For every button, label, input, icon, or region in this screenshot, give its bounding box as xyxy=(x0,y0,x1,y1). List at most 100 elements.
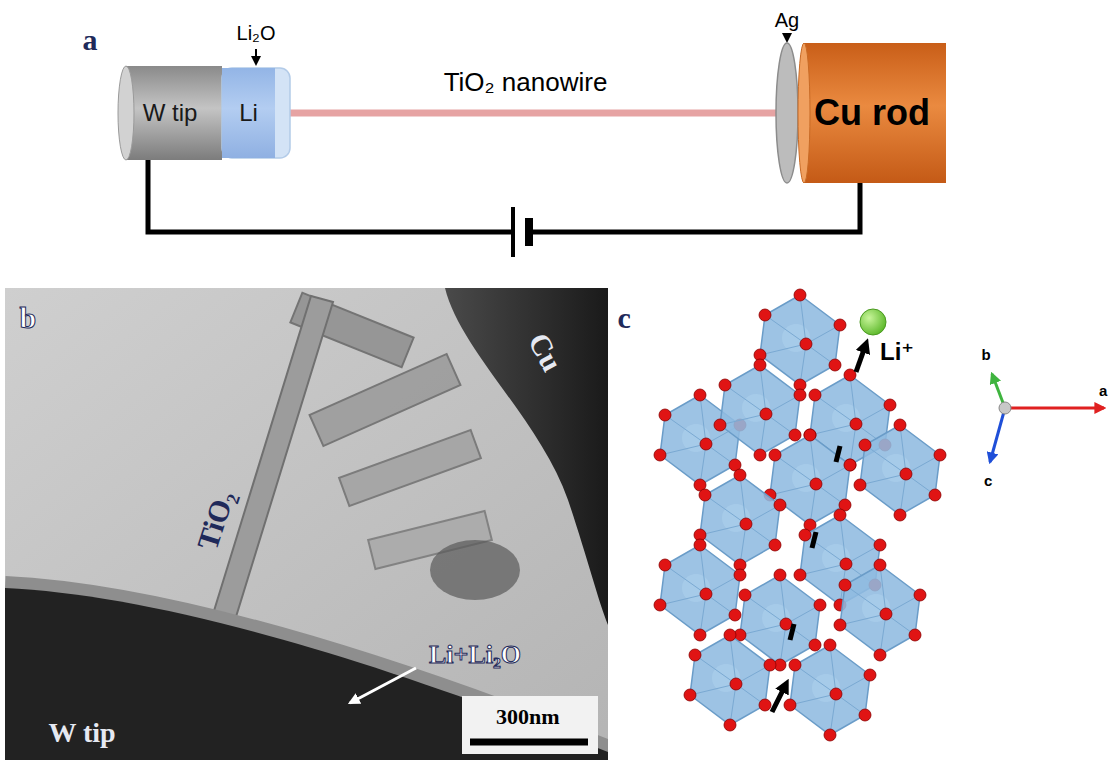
scale-box xyxy=(462,696,598,754)
scale-label: 300nm xyxy=(496,704,560,729)
silver-layer: Ag xyxy=(776,43,798,183)
octahedron-edge xyxy=(660,594,706,605)
axis-label: c xyxy=(984,472,992,489)
octahedron-body xyxy=(690,635,770,725)
oxygen-atom xyxy=(850,418,862,430)
oxygen-atom xyxy=(794,389,806,401)
oxygen-atom xyxy=(659,559,671,571)
oxygen-atom xyxy=(859,439,871,451)
oxygen-atom xyxy=(654,599,666,611)
octahedron-body xyxy=(770,435,850,525)
octahedron-edge xyxy=(665,415,706,444)
node-label: Li xyxy=(239,99,258,127)
oxygen-atom xyxy=(914,589,926,601)
oxygen-atom xyxy=(794,289,806,301)
oxygen-atom xyxy=(699,489,711,501)
octahedron-edge xyxy=(810,435,816,484)
oxygen-atom xyxy=(934,449,946,461)
octahedron xyxy=(784,639,876,741)
cylinder-end xyxy=(118,66,134,160)
oxygen-atom xyxy=(759,309,771,321)
nanowire-rod xyxy=(205,296,333,646)
oxygen-atom xyxy=(714,419,726,431)
lithium-oxide-shell: Li₂OLi xyxy=(222,68,290,158)
oxygen-atom xyxy=(834,619,846,631)
octahedron-edge xyxy=(800,295,806,344)
silver-layer-shape xyxy=(776,43,798,183)
octahedron-edge xyxy=(760,365,766,414)
oxygen-atom xyxy=(734,469,746,481)
octahedron xyxy=(854,419,946,521)
copper-rod: Cu rod xyxy=(798,43,946,183)
oxygen-atom xyxy=(829,359,841,371)
octahedron xyxy=(834,559,926,661)
oxygen-atom xyxy=(764,659,776,671)
image-label: W tip xyxy=(49,717,116,749)
axis-label: a xyxy=(1099,382,1107,399)
node-label: Ag xyxy=(775,9,799,32)
node-label: Li₂O xyxy=(237,22,276,45)
oxygen-atom xyxy=(729,609,741,621)
octahedron-edge xyxy=(700,395,706,444)
octahedron-body xyxy=(860,425,940,515)
particle-cluster xyxy=(430,540,520,600)
oxygen-atom xyxy=(694,539,706,551)
oxygen-atom xyxy=(700,588,712,600)
octahedron-edge xyxy=(690,684,736,695)
oxygen-atom xyxy=(774,499,786,511)
oxygen-atom xyxy=(824,729,836,741)
path-arrow xyxy=(772,684,786,712)
octahedron-body xyxy=(700,475,780,565)
oxygen-atom xyxy=(719,379,731,391)
octahedron-edge xyxy=(760,344,806,355)
oxygen-atom xyxy=(694,389,706,401)
oxygen-atom xyxy=(874,539,886,551)
oxygen-atom xyxy=(844,459,856,471)
octahedron-edge xyxy=(880,565,886,614)
axis-arrow xyxy=(1005,407,1104,410)
oxygen-atom xyxy=(804,429,816,441)
octahedron-edge xyxy=(745,595,786,624)
oxygen-atom xyxy=(654,449,666,461)
lithium-ion xyxy=(860,309,886,335)
octahedron-edge xyxy=(850,375,856,424)
octahedron-edge xyxy=(830,645,836,694)
oxygen-atom xyxy=(794,569,806,581)
oxygen-atom xyxy=(839,579,851,591)
path-dash xyxy=(812,532,816,548)
oxygen-atom xyxy=(694,629,706,641)
octahedron-edge xyxy=(815,395,856,424)
path-dash xyxy=(790,624,794,640)
oxygen-atom xyxy=(874,649,886,661)
octahedron-edge xyxy=(860,474,906,485)
octahedron xyxy=(654,539,746,641)
circuit-wire xyxy=(148,160,860,232)
octahedron-edge xyxy=(740,475,746,524)
octahedron-edge xyxy=(810,424,856,435)
silver-disk xyxy=(776,43,798,183)
oxygen-atom xyxy=(784,699,796,711)
oxygen-atom xyxy=(780,618,792,630)
oxygen-atom xyxy=(659,409,671,421)
oxygen-atom xyxy=(730,678,742,690)
edge-label: TiO₂ nanowire xyxy=(444,68,608,98)
image-label: Li+Li₂O xyxy=(429,640,521,670)
octahedron-edge xyxy=(805,535,846,564)
tungsten-tip: W tip xyxy=(118,66,222,160)
panel-letter: c xyxy=(618,301,631,336)
tem-background xyxy=(5,288,608,760)
scale-bar xyxy=(470,739,588,746)
tungsten-tip-region xyxy=(5,588,608,760)
oxygen-atom xyxy=(724,629,736,641)
octahedron-edge xyxy=(720,414,766,425)
leader-arrow xyxy=(255,49,257,64)
tem-image xyxy=(5,288,608,760)
octahedron-edge xyxy=(790,694,836,705)
cylinder-body xyxy=(126,66,222,160)
octahedra-structure xyxy=(654,289,946,741)
octahedron-edge xyxy=(840,515,846,564)
octahedron-edge xyxy=(700,524,746,535)
oxygen-atom xyxy=(769,449,781,461)
